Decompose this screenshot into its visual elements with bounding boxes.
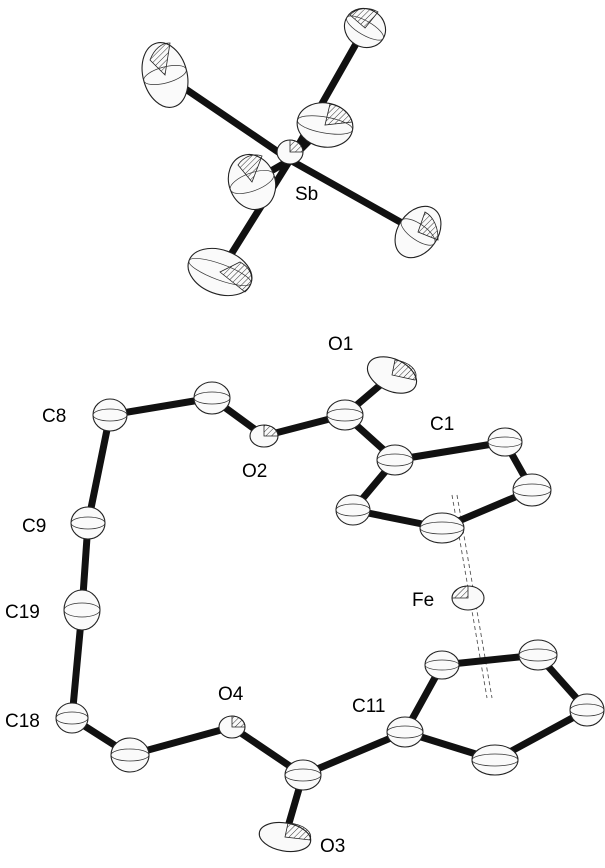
atom-c8 — [92, 398, 128, 432]
atom-c9 — [70, 506, 106, 540]
atom-c — [518, 639, 558, 671]
atom-c — [512, 473, 552, 507]
atom-label-c18: C18 — [5, 711, 40, 732]
atom-c — [419, 512, 465, 544]
f-atom — [394, 205, 442, 259]
atom-c — [471, 744, 519, 776]
atom-c — [487, 427, 523, 457]
atom-c11 — [386, 716, 424, 748]
atom-o1 — [366, 356, 418, 394]
sb-atom — [276, 139, 304, 165]
atom-o2 — [249, 424, 279, 448]
atom-c — [326, 399, 364, 431]
centroid-line — [456, 494, 493, 699]
atom-label-c8: C8 — [42, 406, 66, 427]
atom-c19 — [63, 589, 101, 631]
sb-f-bond — [286, 156, 422, 236]
atom-label-c19: C19 — [5, 602, 40, 623]
atom-c18 — [55, 702, 89, 734]
atom-c — [110, 737, 150, 773]
atom-label-c1: C1 — [430, 414, 454, 435]
atom-label-sb: Sb — [295, 184, 318, 205]
atom-c — [193, 381, 231, 415]
atom-o3 — [258, 821, 312, 853]
atom-fe — [451, 585, 485, 611]
atom-label-c11: C11 — [352, 696, 385, 717]
atom-label-o3: O3 — [320, 836, 345, 857]
f-atom — [343, 7, 387, 49]
atom-label-o2: O2 — [242, 461, 267, 482]
f-atom — [227, 153, 277, 211]
cation: O1 C1 C8 O2 C9 Fe C19 O4 C11 C18 O3 — [5, 334, 605, 857]
sbf6-anion: Sb — [141, 7, 442, 297]
atom-c — [569, 693, 605, 727]
bond — [391, 438, 509, 464]
bond — [299, 728, 409, 779]
atom-label-fe: Fe — [412, 590, 434, 611]
atom-c1 — [376, 444, 414, 476]
f-atom — [187, 247, 253, 297]
atom-label-c9: C9 — [22, 516, 46, 537]
atom-label-o4: O4 — [218, 684, 244, 705]
f-atom — [296, 102, 354, 148]
atom-o4 — [218, 715, 246, 739]
bond — [84, 411, 114, 527]
atom-c — [424, 650, 460, 680]
f-atom — [141, 42, 189, 108]
sb-f-bond — [286, 24, 369, 164]
atom-label-o1: O1 — [328, 334, 353, 355]
atom-c — [284, 759, 322, 791]
atom-c — [335, 494, 371, 526]
